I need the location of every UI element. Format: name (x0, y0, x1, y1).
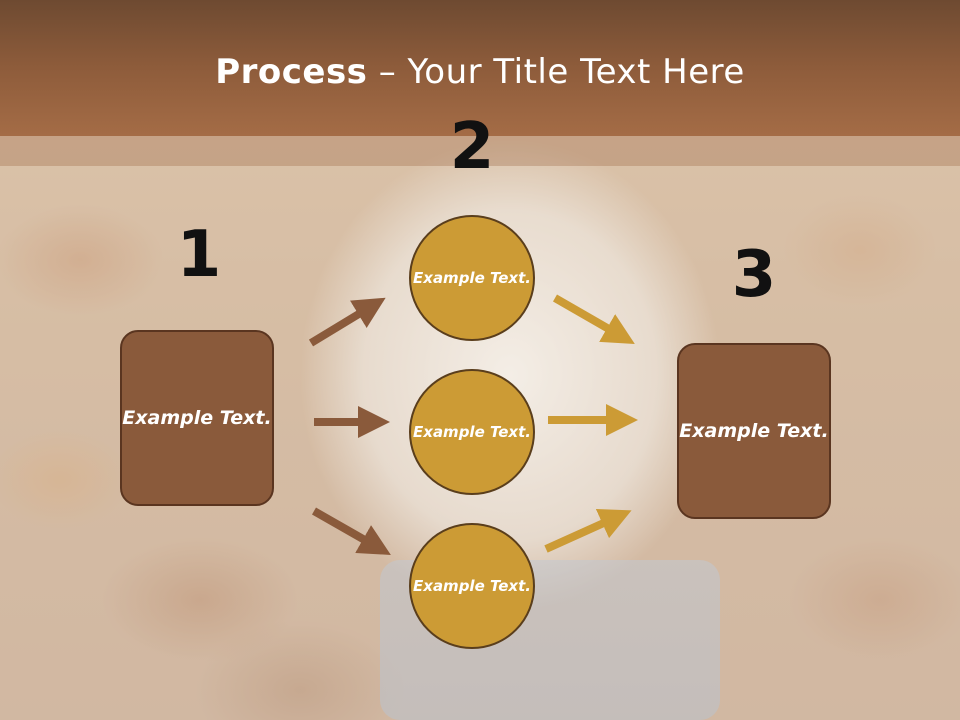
title-bar (0, 0, 960, 136)
step-2-circle-middle: Example Text. (409, 369, 535, 495)
arrow-left-to-top (308, 297, 386, 347)
circle-middle-text: Example Text. (413, 422, 531, 441)
step-number-3: 3 (731, 238, 777, 312)
step-3-box: Example Text. (677, 343, 831, 519)
step-3-text: Example Text. (679, 419, 829, 442)
circle-bottom-text: Example Text. (413, 576, 531, 595)
step-number-1: 1 (176, 218, 222, 292)
arrow-left-to-bottom (312, 507, 391, 555)
step-1-text: Example Text. (122, 406, 272, 429)
step-number-2: 2 (449, 110, 495, 184)
slide-title: Process – Your Title Text Here (0, 52, 960, 92)
title-bold: Process (215, 52, 368, 92)
step-2-circle-top: Example Text. (409, 215, 535, 341)
title-bar-strip (0, 136, 960, 166)
arrow-top-to-right (553, 294, 635, 344)
title-rest: – Your Title Text Here (367, 52, 745, 92)
circle-top-text: Example Text. (413, 268, 531, 287)
step-1-box: Example Text. (120, 330, 274, 506)
step-2-circle-bottom: Example Text. (409, 523, 535, 649)
arrow-bottom-to-right (544, 508, 632, 553)
